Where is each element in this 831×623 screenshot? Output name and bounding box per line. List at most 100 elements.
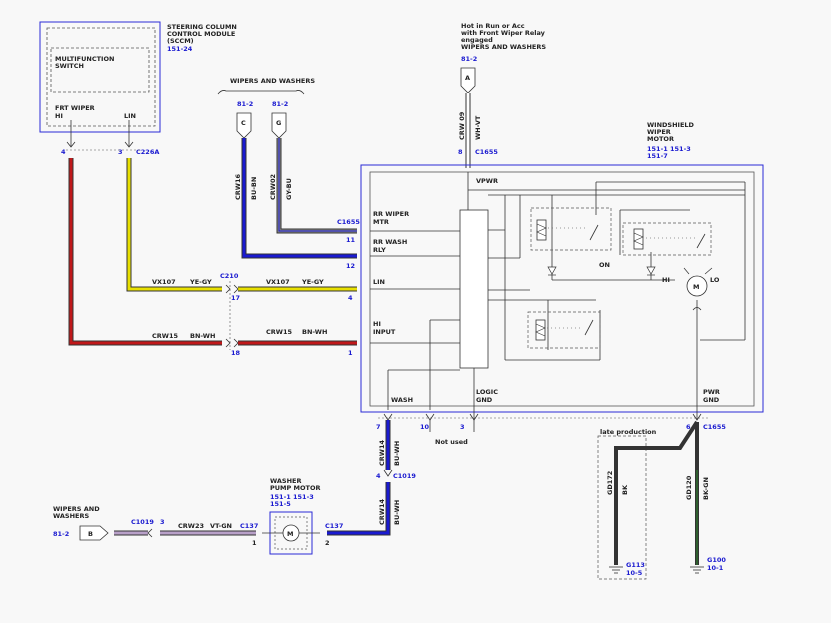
crw02-color: GY-BU [285, 178, 293, 200]
motor-ref-1: 151-1 [647, 145, 668, 153]
control-logic-block [459, 209, 489, 369]
g100-ref: 10-1 [707, 564, 724, 572]
pin12: 12 [346, 262, 355, 270]
lin-right-circuit: VX107 [266, 278, 290, 286]
lin-label: LIN [373, 278, 385, 286]
diode-hi [646, 266, 656, 275]
wash-upper-circuit: CRW14 [378, 440, 386, 466]
c1655-rr: C1655 [337, 218, 360, 226]
letter-a: A [465, 74, 470, 82]
vpwr-label: VPWR [476, 177, 498, 185]
letter-g: G [276, 119, 281, 127]
switch-label-2: SWITCH [55, 62, 84, 70]
connector-g-symbol [271, 112, 287, 139]
relay-on-switch [589, 224, 599, 241]
c210-terminal-lin-b [233, 284, 239, 294]
c1019-terminal [383, 469, 393, 477]
wash-terminal [383, 413, 393, 421]
relay-wash-coil-winding [535, 323, 546, 337]
hi-pin18: 18 [231, 349, 241, 357]
wash-lower-color: BU-WH [393, 500, 401, 525]
sccm-title-3: (SCCM) [167, 37, 194, 45]
lo-label: LO [710, 276, 720, 284]
sccm-title-2: CONTROL MODULE [167, 30, 235, 38]
pump-pin2: 2 [325, 539, 330, 547]
sccm-inner-box [46, 27, 156, 127]
c210-terminal-lin-a [225, 284, 231, 294]
rr-wiper-wire-stripe [278, 138, 357, 232]
connector-a-symbol [460, 67, 476, 94]
g113-label: G113 [626, 561, 645, 569]
letter-c: C [241, 119, 246, 127]
sccm-connector: C226A [136, 148, 159, 156]
crw16-circuit: CRW16 [234, 174, 242, 200]
hi-input-label-1: HI [373, 320, 381, 328]
ref-g: 81-2 [272, 100, 288, 108]
rr-wiper-label-2: MTR [373, 218, 389, 226]
sccm-pin3: 3 [118, 148, 123, 156]
ground-g100-symbol [690, 566, 704, 574]
c210-label: C210 [220, 272, 239, 280]
motor-title-1: WINDSHIELD [647, 121, 695, 129]
crw09-color: WH-VT [474, 115, 482, 140]
motor-title-3: MOTOR [647, 135, 674, 143]
diode-on [547, 266, 557, 275]
sccm-pin4: 4 [61, 148, 66, 156]
hi-left-color: BN-WH [190, 332, 215, 340]
gd120-color: BK-GN [702, 477, 710, 500]
pwr-gnd-terminal [692, 413, 702, 421]
pin6: 6 [686, 423, 691, 431]
hot-feed-text-4: WIPERS AND WASHERS [461, 43, 546, 51]
gd120-circuit: GD120 [685, 475, 693, 500]
washers-left-ref: 81-2 [53, 530, 69, 538]
motor-brush-hi [683, 267, 690, 275]
relay-hi-switch [696, 233, 706, 249]
switch-label-1: MULTIFUNCTION [55, 55, 114, 63]
pin10: 10 [420, 423, 430, 431]
g113-ref: 10-5 [626, 569, 643, 577]
motor-breaker [692, 307, 702, 311]
crw23-color: VT-GN [210, 522, 232, 530]
c1019-left: C1019 [131, 518, 154, 526]
ground-g113-symbol [609, 566, 623, 574]
pin11: 11 [346, 236, 356, 244]
pwr-gnd-label-1: PWR [703, 388, 720, 396]
connector-c-symbol [236, 112, 252, 139]
wipers-top-brace [217, 90, 305, 95]
rr-wash-label-2: RLY [373, 246, 386, 254]
relay-on-coil-winding [536, 223, 547, 237]
hot-feed-text-3: engaged [461, 36, 493, 44]
pump-ref-2: 151-3 [293, 493, 314, 501]
c1019-pin: 4 [376, 472, 381, 480]
sccm-title-1: STEERING COLUMN [167, 23, 237, 31]
sccm-ref: 151-24 [167, 45, 193, 53]
letter-b: B [88, 530, 93, 538]
relay-wash-switch [584, 319, 594, 336]
hot-feed-text-2: with Front Wiper Relay [461, 29, 546, 37]
pump-conn-right: C137 [325, 522, 343, 530]
hi-label: HI [662, 276, 670, 284]
hot-feed-pin: 8 [458, 148, 463, 156]
relay-hi-coil-winding [633, 232, 644, 246]
relay-on-box [530, 207, 612, 251]
c210-terminal-hi-b [233, 338, 239, 348]
pin-hi-label: HI [55, 112, 63, 120]
pump-motor-m: M [287, 530, 293, 538]
relay-wash-box [527, 311, 601, 349]
logic-gnd-label-1: LOGIC [476, 388, 498, 396]
pin10-terminal [425, 413, 435, 421]
sccm-box [39, 21, 161, 133]
internal-wiring [370, 172, 746, 420]
c210-terminal-hi-a [225, 338, 231, 348]
crw23-circuit: CRW23 [178, 522, 204, 530]
rr-wash-label-1: RR WASH [373, 238, 407, 246]
lin-left-color: YE-GY [189, 278, 212, 286]
motor-title-2: WIPER [647, 128, 671, 136]
multifunction-switch-box [50, 47, 150, 93]
hi-right-circuit: CRW15 [266, 328, 292, 336]
wash-wire-lower [327, 482, 390, 535]
gd172-wire [614, 420, 699, 565]
pin-lin-label: LIN [124, 112, 136, 120]
wash-upper-color: BU-WH [393, 441, 401, 466]
hot-feed-connector: C1655 [475, 148, 498, 156]
